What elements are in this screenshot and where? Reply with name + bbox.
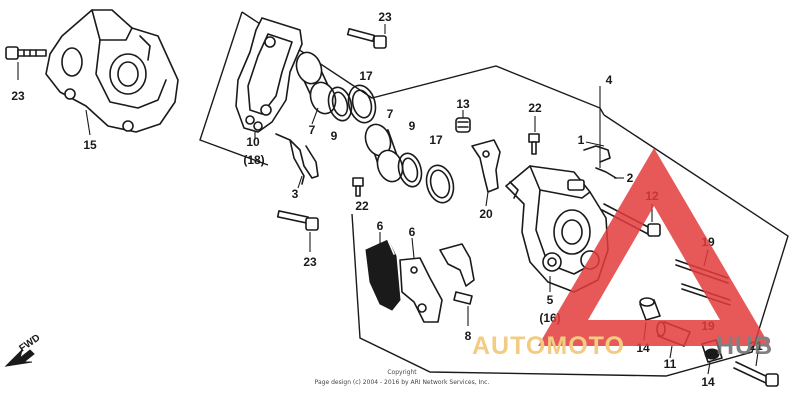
forward-direction-arrow: FWD bbox=[4, 332, 42, 367]
watermark-triangle-outer bbox=[538, 148, 770, 346]
callout-10[interactable]: 10 bbox=[246, 135, 260, 149]
bolt-part-23-middle[interactable] bbox=[276, 210, 319, 231]
copyright-heading: Copyright bbox=[387, 369, 417, 376]
pad-spring-part-3[interactable] bbox=[275, 133, 319, 185]
caliper-body-part-15[interactable] bbox=[45, 9, 179, 133]
callout-6-left[interactable]: 6 bbox=[377, 219, 384, 233]
callout-3[interactable]: 3 bbox=[292, 187, 299, 201]
callout-23-left[interactable]: 23 bbox=[11, 89, 25, 103]
boot-part-14-upper[interactable] bbox=[639, 297, 661, 321]
callout-9-upper[interactable]: 9 bbox=[331, 129, 338, 143]
caliper-bracket-part-10[interactable] bbox=[235, 17, 303, 133]
callout-15[interactable]: 15 bbox=[83, 138, 97, 152]
piston-seal-part-9-lower[interactable] bbox=[395, 151, 425, 190]
callout-13[interactable]: 13 bbox=[456, 97, 470, 111]
callout-23-top[interactable]: 23 bbox=[378, 10, 392, 24]
callout-17-upper[interactable]: 17 bbox=[359, 69, 373, 83]
screw-part-22-right[interactable] bbox=[528, 133, 540, 155]
callout-labels: 4 1 2 12 19 19 5 (16) 14 11 14 21 23 23 … bbox=[11, 10, 763, 389]
copyright-notice: Page design (c) 2004 - 2016 by ARI Netwo… bbox=[315, 379, 490, 386]
callout-7-upper[interactable]: 7 bbox=[309, 123, 316, 137]
callout-20[interactable]: 20 bbox=[479, 207, 493, 221]
bolt-part-23-left[interactable] bbox=[5, 46, 47, 60]
callout-14-lower[interactable]: 14 bbox=[701, 375, 715, 389]
automotohub-watermark-logo: AUTOMOTO HUB bbox=[472, 148, 773, 360]
callout-8[interactable]: 8 bbox=[465, 329, 472, 343]
callout-1[interactable]: 1 bbox=[578, 133, 585, 147]
callout-18[interactable]: (18) bbox=[243, 153, 264, 167]
callout-23-middle[interactable]: 23 bbox=[303, 255, 317, 269]
screw-part-22-left[interactable] bbox=[352, 177, 364, 197]
bleeder-cap-part-1[interactable] bbox=[583, 145, 611, 163]
callout-6-right[interactable]: 6 bbox=[409, 225, 416, 239]
caliper-assembly-frame bbox=[199, 11, 789, 377]
pad-retainer-part-20[interactable] bbox=[471, 139, 501, 193]
callout-5[interactable]: 5 bbox=[547, 293, 554, 307]
callout-4[interactable]: 4 bbox=[606, 73, 613, 87]
caliper-assembly-part-4[interactable] bbox=[505, 165, 609, 293]
bleeder-valve-part-13[interactable] bbox=[455, 117, 471, 133]
bolt-part-21[interactable] bbox=[733, 361, 779, 387]
watermark-brand-automoto: AUTOMOTO bbox=[472, 332, 625, 360]
callout-22-right[interactable]: 22 bbox=[528, 101, 542, 115]
brake-pad-part-6-left[interactable] bbox=[365, 239, 401, 311]
pad-shim-part-8[interactable] bbox=[439, 243, 475, 305]
dust-seal-part-17-upper[interactable] bbox=[345, 82, 380, 125]
callout-7-lower[interactable]: 7 bbox=[387, 107, 394, 121]
callout-9-lower[interactable]: 9 bbox=[409, 119, 416, 133]
dust-seal-part-17-lower[interactable] bbox=[423, 162, 458, 205]
pin-part-2[interactable] bbox=[595, 167, 617, 179]
callout-17-lower[interactable]: 17 bbox=[429, 133, 443, 147]
callout-2[interactable]: 2 bbox=[627, 171, 634, 185]
piston-part-7-lower[interactable] bbox=[361, 121, 406, 185]
piston-seal-part-9-upper[interactable] bbox=[325, 85, 355, 124]
brake-pad-part-6-right[interactable] bbox=[399, 257, 443, 323]
bolt-part-23-top[interactable] bbox=[346, 27, 387, 49]
piston-part-7-upper[interactable] bbox=[292, 49, 339, 117]
callout-11[interactable]: 11 bbox=[664, 357, 677, 371]
watermark-brand-hub: HUB bbox=[716, 332, 773, 360]
callout-22-left[interactable]: 22 bbox=[355, 199, 369, 213]
